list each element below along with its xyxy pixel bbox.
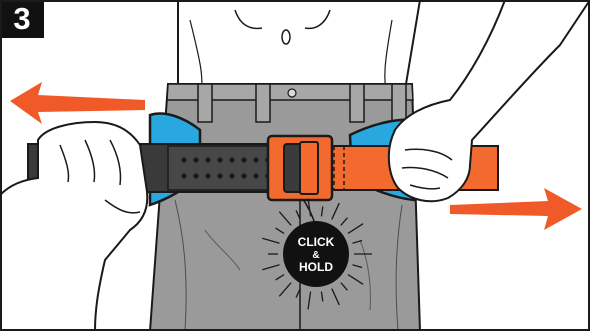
jeans-button — [288, 89, 296, 97]
belt-hole — [217, 173, 222, 178]
belt-hole — [217, 157, 222, 162]
belt-hole — [229, 173, 234, 178]
left-hand — [0, 122, 147, 331]
belt-loop-left — [198, 84, 212, 122]
belt-buckle — [268, 136, 332, 200]
arrow-left-icon — [10, 82, 145, 124]
belt-hole — [229, 157, 234, 162]
belt-loop-center-left — [256, 84, 270, 122]
callout-line-1: CLICK — [298, 235, 335, 249]
belt-hole — [205, 173, 210, 178]
belt-hole — [253, 173, 258, 178]
step-number-badge: 3 — [0, 0, 44, 38]
callout-line-3: HOLD — [299, 260, 333, 274]
arrow-right-icon — [450, 188, 582, 230]
belt-hole — [181, 157, 186, 162]
belt-hole — [241, 173, 246, 178]
click-hold-callout: CLICK & HOLD — [283, 221, 349, 287]
belt-hole — [193, 157, 198, 162]
belt-hole — [253, 157, 258, 162]
belt-hole — [205, 157, 210, 162]
belt-loop-right — [392, 84, 406, 122]
belt-hole — [193, 173, 198, 178]
belt-hole — [241, 157, 246, 162]
belt-hole — [181, 173, 186, 178]
belt-loop-center-right — [350, 84, 364, 122]
jeans — [150, 84, 420, 331]
